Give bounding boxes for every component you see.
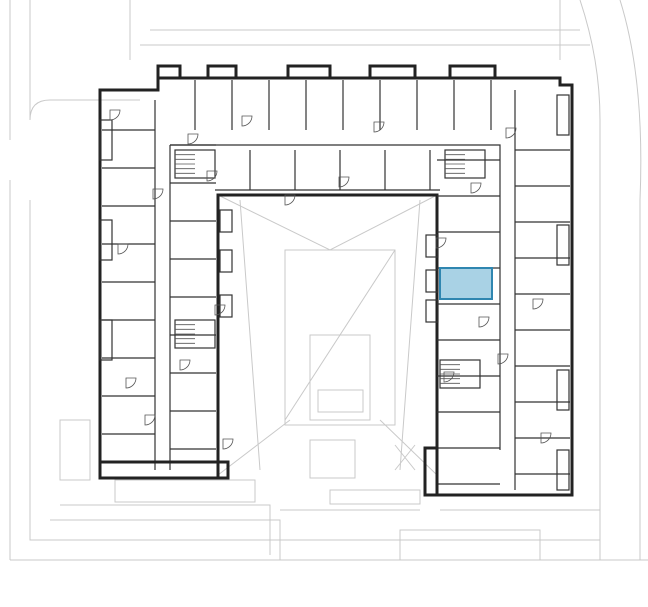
balcony [98,460,230,480]
door-swing-icon [179,359,191,371]
balcony [156,64,182,80]
window [219,294,233,318]
door-swing-icon [206,170,218,182]
window [425,269,439,293]
door-swing-icon [373,121,385,133]
partition-wall [437,149,570,161]
balcony [423,446,439,497]
door-swing-icon [214,304,226,316]
courtyard [217,194,438,479]
door-swing-icon [497,353,509,365]
partition-wall [102,281,216,298]
door-swing-icon [117,243,129,255]
door-swing-icon [435,237,447,249]
partition-wall [102,319,216,336]
door-swing-icon [187,133,199,145]
highlighted-apartment[interactable] [439,267,493,300]
door-swing-icon [470,182,482,194]
window [556,224,570,266]
partition-wall [102,129,216,146]
door-swing-icon [505,127,517,139]
door-swing-icon [241,115,253,127]
window [556,449,570,491]
balcony [206,64,238,80]
door-swing-icon [338,176,350,188]
window [425,234,439,258]
window [219,209,233,233]
balcony [448,64,497,80]
partition-wall [437,473,570,485]
balcony [368,64,417,80]
door-swing-icon [532,298,544,310]
window [99,319,113,361]
window [556,94,570,136]
door-swing-icon [109,109,121,121]
balcony [286,64,332,80]
window [556,369,570,411]
partition-wall [102,205,216,222]
exterior-wall [98,76,574,497]
window [99,119,113,161]
door-swing-icon [222,438,234,450]
partition-wall [102,395,216,412]
door-swing-icon [152,188,164,200]
partition-wall [102,357,216,374]
partition-wall [437,329,570,341]
partition-wall [437,185,570,197]
partition-wall [437,221,570,233]
door-swing-icon [478,316,490,328]
partition-wall [437,401,570,413]
door-swing-icon [443,371,455,383]
partition-wall [437,437,570,449]
building-outline [98,64,574,497]
window [99,219,113,261]
window [219,249,233,273]
partition-wall [437,365,570,377]
door-swing-icon [540,432,552,444]
partition-wall [102,167,216,184]
door-swing-icon [125,377,137,389]
window [425,299,439,323]
partition-wall [102,243,216,260]
corridor-wall [154,90,516,490]
door-swing-icon [144,414,156,426]
partition-wall [102,433,216,450]
door-swing-icon [284,194,296,206]
partition-wall [437,257,570,269]
site-context-lines [9,0,648,561]
partition-wall [437,293,570,305]
